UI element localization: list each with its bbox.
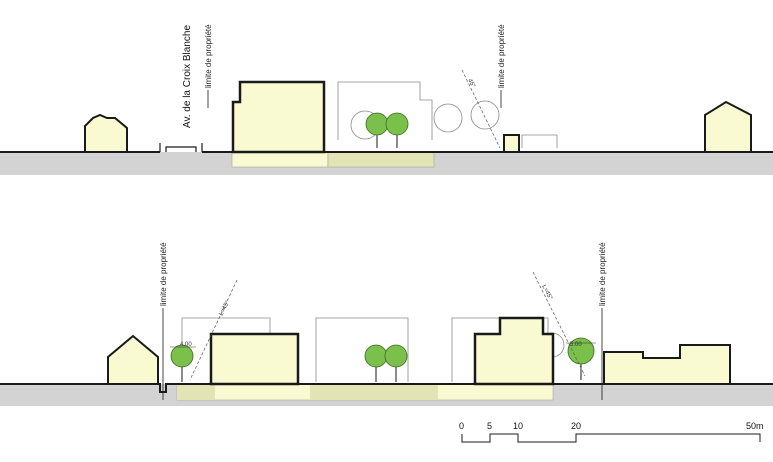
ghost-volume — [315, 317, 409, 382]
courtyard-slab — [177, 384, 215, 400]
building-b — [473, 316, 555, 386]
angle-gauge-label: 45° — [466, 78, 476, 89]
scale-tick-0: 0 — [459, 421, 464, 431]
scale-bar: 0 5 10 20 50m — [459, 421, 764, 443]
section-top: 45° Av. de la Croix Blanche limite de pr… — [0, 24, 773, 175]
section-bottom: L=45° L=45° 4.00 5.00 limite de propriét… — [0, 242, 773, 406]
property-limit-label: limite de propriété — [497, 24, 506, 88]
ghost-tree-far — [470, 100, 500, 130]
angle-gauge-line — [532, 271, 586, 377]
property-limit-label: limite de propriété — [159, 242, 168, 306]
courtyard-slab — [310, 384, 438, 400]
dimension-label: 4.00 — [180, 342, 192, 348]
basement-slab — [231, 151, 329, 168]
courtyard-slab — [327, 151, 435, 168]
tree-crown — [384, 344, 408, 368]
tree-crown — [170, 344, 194, 368]
ghost-tree-right — [433, 103, 463, 133]
property-limit-label: limite de propriété — [598, 242, 607, 306]
street-profile — [159, 143, 203, 152]
street-name-label: Av. de la Croix Blanche — [182, 25, 193, 128]
right-house — [704, 100, 752, 153]
left-house — [84, 113, 128, 153]
ghost-volume — [181, 317, 271, 352]
scale-tick-50: 50m — [746, 421, 764, 431]
tree-crown — [364, 344, 388, 368]
angle-gauge-label: L=45° — [540, 284, 553, 301]
tree-crown — [567, 337, 595, 365]
main-building — [231, 80, 326, 154]
left-house — [107, 334, 159, 385]
scale-tick-5: 5 — [487, 421, 492, 431]
angle-gauge-label: L=45° — [218, 300, 231, 317]
ghost-volume — [337, 81, 433, 140]
right-neighbour — [603, 344, 731, 385]
scale-tick-20: 20 — [571, 421, 581, 431]
building-a — [209, 332, 300, 386]
angle-gauge-line — [461, 69, 501, 149]
property-limit-label: limite de propriété — [204, 24, 213, 88]
angle-gauge-line — [189, 279, 238, 381]
annex-building — [503, 134, 520, 153]
ghost-annex — [521, 134, 558, 148]
dimension-label: 5.00 — [570, 342, 582, 348]
tree-crown — [365, 112, 389, 136]
tree-crown — [385, 112, 409, 136]
scale-bar-line — [461, 433, 761, 443]
scale-tick-10: 10 — [513, 421, 523, 431]
